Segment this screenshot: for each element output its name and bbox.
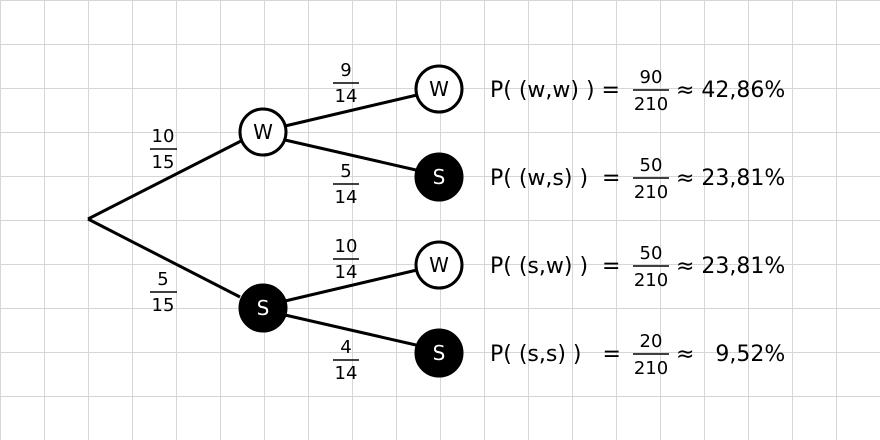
result-row-ww: P( (w,w) ) = 90 210 ≈ 42,86% [490,67,785,115]
edge-w-to-ws [284,138,417,172]
fraction-denominator: 15 [152,295,175,316]
node-circle [238,283,288,333]
fraction-denominator: 14 [335,363,358,384]
result-lhs: P( (s,s) ) = [490,342,621,367]
result-lhs: P( (s,w) ) = [490,254,620,279]
branch-fraction-2: 5 15 [150,269,177,316]
tree-node-s: S [238,283,288,333]
tree-node-ss: S [414,328,464,378]
edge-w-to-ww [284,93,418,128]
fraction-denominator: 14 [335,86,358,107]
fraction-denominator: 14 [335,262,358,283]
fraction-numerator: 10 [335,236,358,257]
result-approx: ≈ 9,52% [676,342,785,367]
edge-s-to-ss [284,313,417,347]
result-row-ws: P( (w,s) ) = 50 210 ≈ 23,81% [490,155,785,203]
result-lhs: P( (w,s) ) = [490,166,620,191]
node-circle [414,328,464,378]
tree-node-sw: W [414,240,464,290]
fraction-numerator: 5 [157,269,168,290]
result-numerator: 90 [640,67,663,88]
fraction-denominator: 15 [152,152,175,173]
tree-edges [87,93,418,347]
tree-node-ws: S [414,152,464,202]
node-circle [414,64,464,114]
result-row-ss: P( (s,s) ) = 20 210 ≈ 9,52% [490,331,785,379]
tree-node-w: W [238,107,288,157]
result-lhs: P( (w,w) ) = [490,78,620,103]
result-row-sw: P( (s,w) ) = 50 210 ≈ 23,81% [490,243,785,291]
result-denominator: 210 [634,358,668,379]
tree-node-ww: W [414,64,464,114]
result-approx: ≈ 23,81% [676,166,785,191]
fraction-numerator: 5 [340,161,351,182]
node-label: S [433,341,446,365]
node-circle [414,152,464,202]
fraction-numerator: 4 [340,337,351,358]
branch-fraction-4: 5 14 [333,161,359,208]
branch-fraction-6: 4 14 [333,337,359,384]
edge-root-to-w [87,139,242,221]
node-label: W [429,77,449,101]
branch-fraction-3: 9 14 [333,60,359,107]
node-label: W [429,253,449,277]
node-circle [414,240,464,290]
fraction-denominator: 14 [335,187,358,208]
node-label: S [257,296,270,320]
result-denominator: 210 [634,182,668,203]
result-numerator: 50 [640,155,663,176]
fraction-numerator: 10 [152,126,175,147]
result-numerator: 50 [640,243,663,264]
node-circle [238,107,288,157]
node-label: S [433,165,446,189]
result-numerator: 20 [640,331,663,352]
result-approx: ≈ 42,86% [676,78,785,103]
fraction-numerator: 9 [340,60,351,81]
branch-fraction-5: 10 14 [333,236,359,283]
node-label: W [253,120,273,144]
edge-root-to-s [87,217,241,299]
result-approx: ≈ 23,81% [676,254,785,279]
branch-fraction-1: 10 15 [150,126,177,173]
result-denominator: 210 [634,94,668,115]
result-denominator: 210 [634,270,668,291]
edge-s-to-sw [284,268,418,303]
